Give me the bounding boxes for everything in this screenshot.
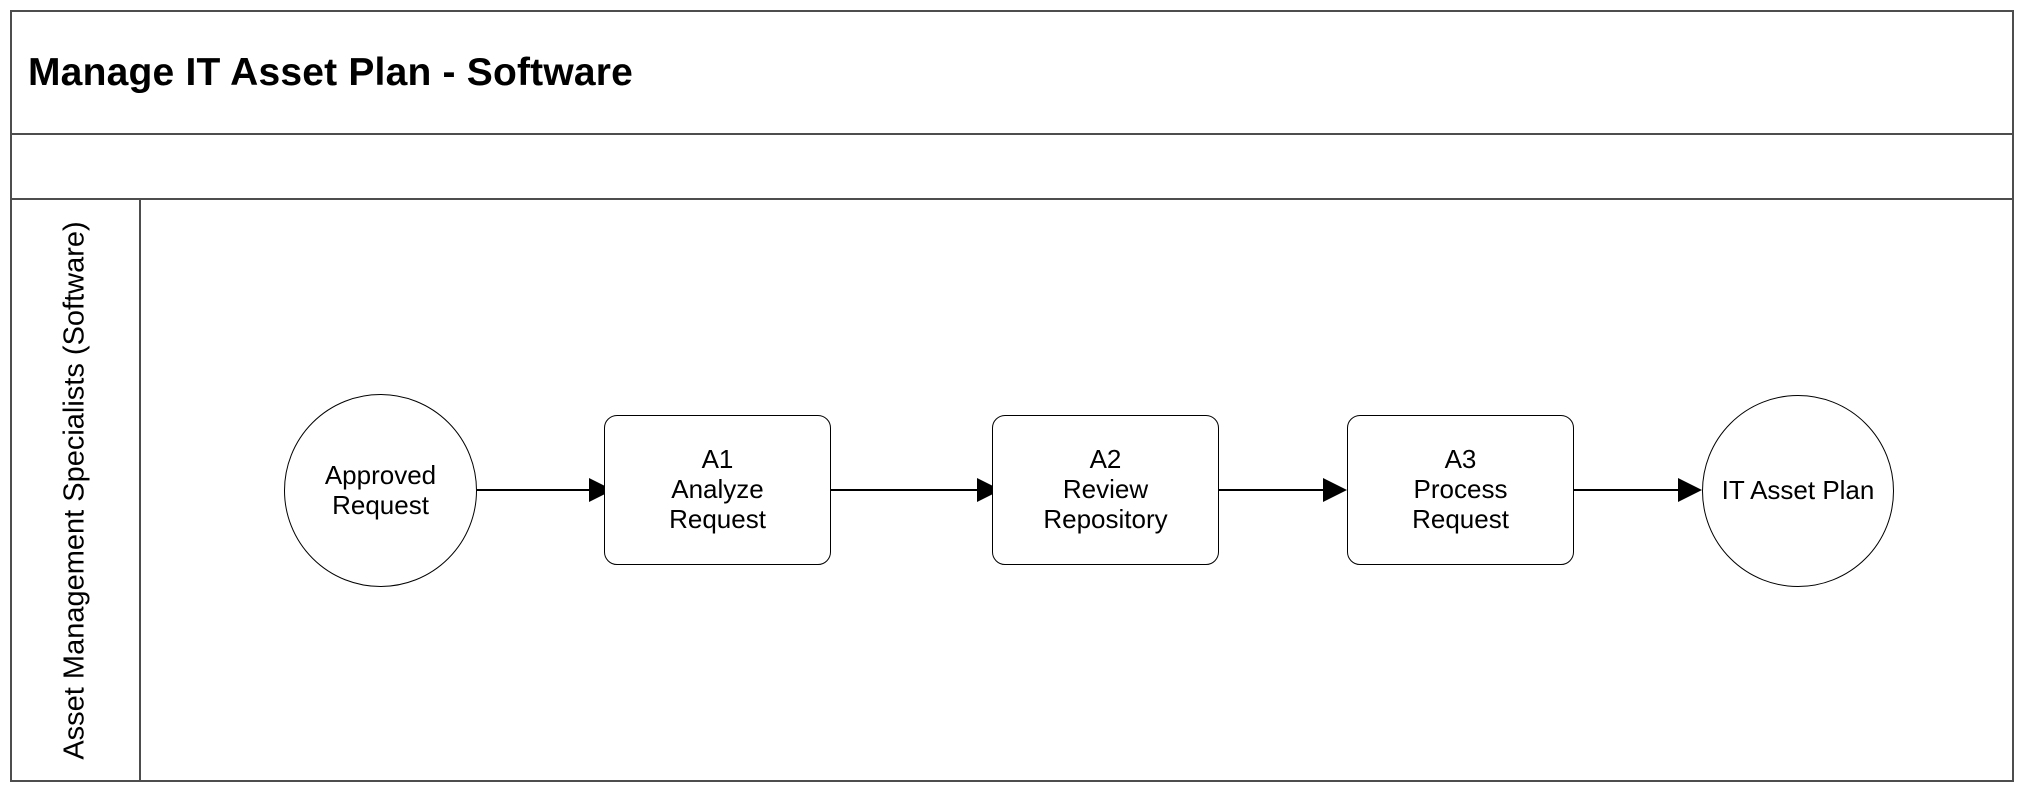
start-event-label-line2: Request <box>332 489 429 520</box>
task-a1-label-line2: Analyze <box>671 474 764 505</box>
task-a3-label-line3: Request <box>1412 503 1509 534</box>
end-event-label: IT Asset Plan <box>1721 475 1875 506</box>
pool-title-row: Manage IT Asset Plan - Software <box>12 12 2012 135</box>
task-a2-label-line2: Review <box>1062 474 1149 505</box>
end-event-it-asset-plan[interactable]: IT Asset Plan <box>1702 395 1894 587</box>
task-a2-code: A2 <box>1089 444 1122 475</box>
lane-name-label: Asset Management Specialists (Software) <box>59 220 91 760</box>
process-pool: Manage IT Asset Plan - Software Asset Ma… <box>10 10 2014 782</box>
task-a1-code: A1 <box>701 444 734 475</box>
flow-a2-to-a3 <box>1219 478 1347 502</box>
task-a2-label-line3: Repository <box>1043 503 1168 534</box>
task-a1-label-line3: Request <box>669 503 766 534</box>
flow-a3-to-end <box>1574 478 1702 502</box>
page-title: Manage IT Asset Plan - Software <box>28 50 634 94</box>
lane-header: Asset Management Specialists (Software) <box>12 200 141 780</box>
task-a3-code: A3 <box>1444 444 1477 475</box>
start-event-label-line1: Approved <box>324 459 437 490</box>
flow-start-to-a1 <box>477 478 613 502</box>
phase-band-row <box>12 135 2012 200</box>
task-a3-label-line2: Process <box>1413 474 1508 505</box>
swimlane: Asset Management Specialists (Software) <box>12 200 2012 780</box>
phase-band-label <box>12 135 2012 198</box>
flow-a1-to-a2 <box>831 478 1001 502</box>
